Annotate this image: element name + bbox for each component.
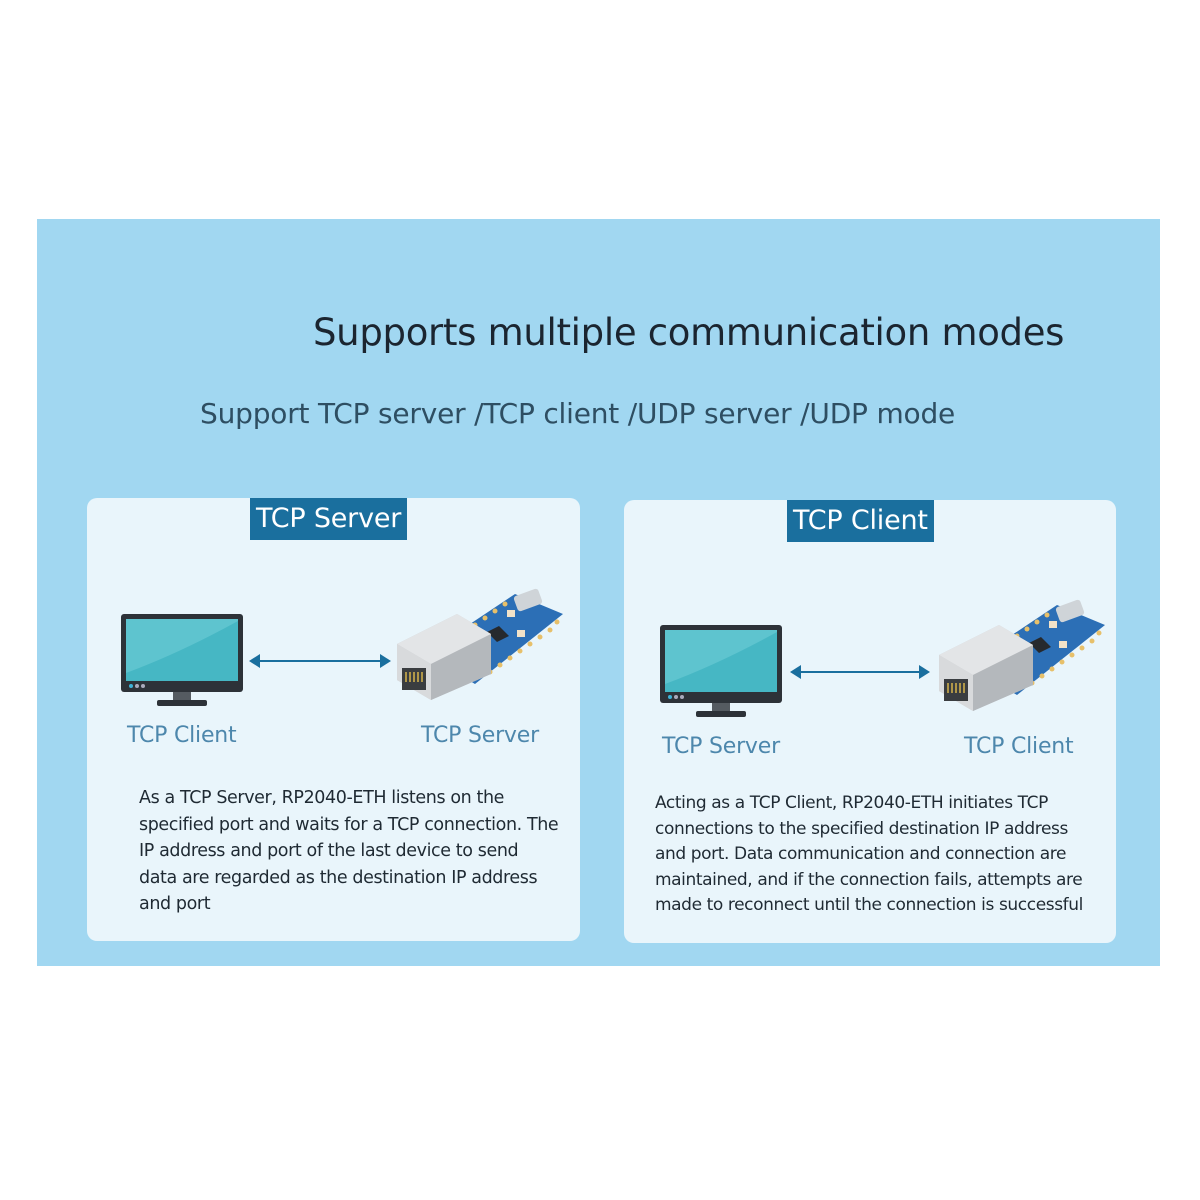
bidirectional-arrow-icon bbox=[790, 665, 930, 679]
rp2040-eth-board-icon bbox=[939, 599, 1105, 711]
tcp-server-card: TCP Server bbox=[87, 498, 580, 941]
monitor-icon bbox=[660, 625, 782, 717]
bidirectional-arrow-icon bbox=[249, 654, 391, 668]
left-device-label: TCP Server bbox=[662, 734, 780, 759]
page-title: Supports multiple communication modes bbox=[313, 311, 1065, 354]
card-badge: TCP Server bbox=[250, 498, 408, 540]
card-badge: TCP Client bbox=[787, 500, 934, 542]
page-subtitle: Support TCP server /TCP client /UDP serv… bbox=[200, 397, 956, 430]
right-device-label: TCP Client bbox=[964, 734, 1074, 759]
card-description: As a TCP Server, RP2040-ETH listens on t… bbox=[139, 788, 559, 914]
right-device-label: TCP Server bbox=[421, 723, 539, 748]
left-device-label: TCP Client bbox=[127, 723, 237, 748]
info-panel: Supports multiple communication modes Su… bbox=[37, 219, 1160, 966]
tcp-client-card: TCP Client bbox=[624, 500, 1116, 943]
card-description: Acting as a TCP Client, RP2040-ETH initi… bbox=[655, 793, 1083, 915]
rp2040-eth-board-icon bbox=[397, 588, 563, 700]
monitor-icon bbox=[121, 614, 243, 706]
